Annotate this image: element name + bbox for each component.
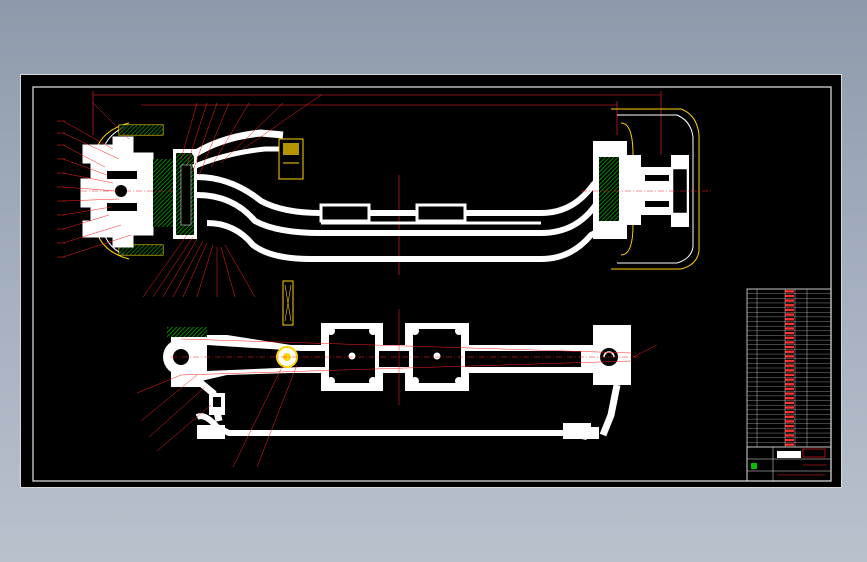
parts-list-row-mark xyxy=(785,294,794,298)
steering-arm xyxy=(191,129,304,180)
parts-list-row-mark xyxy=(785,410,794,414)
right-knuckle-top xyxy=(593,325,631,437)
parts-list-row-mark xyxy=(785,429,794,432)
parts-list-row-mark xyxy=(785,327,794,330)
parts-list-row-mark xyxy=(785,369,794,372)
beam-web xyxy=(207,345,581,371)
leader-lines-bottom xyxy=(142,234,256,298)
parts-list-row-mark xyxy=(785,406,794,409)
drawing-sheet xyxy=(20,74,842,488)
parts-list-row-mark xyxy=(785,397,794,400)
title-block xyxy=(746,446,832,482)
parts-list xyxy=(746,288,832,482)
top-view xyxy=(136,280,658,468)
parts-list-row-mark xyxy=(785,443,794,446)
parts-list-row-mark xyxy=(785,350,794,353)
parts-list-row-mark xyxy=(785,415,794,418)
parts-list-row-mark xyxy=(785,383,794,386)
inner-frame xyxy=(32,86,832,482)
parts-list-row-mark xyxy=(785,438,794,442)
parts-list-row-mark xyxy=(785,322,794,326)
parts-list-row-mark xyxy=(785,299,794,302)
parts-list-row-mark xyxy=(785,359,794,363)
technical-notes xyxy=(641,362,721,363)
cad-drawing xyxy=(32,86,832,482)
parts-list-row-mark xyxy=(785,318,794,321)
left-hub-assembly xyxy=(80,122,197,260)
parts-list-row-mark xyxy=(785,308,794,312)
parts-list-row-mark xyxy=(785,424,794,428)
right-hub-assembly xyxy=(581,108,711,270)
parts-list-row-mark xyxy=(785,313,794,316)
parts-list-row-mark xyxy=(785,336,794,339)
leader-lines-left xyxy=(62,102,132,258)
axle-beam-front xyxy=(196,168,630,262)
tie-rod xyxy=(195,413,599,440)
parts-list-row-mark xyxy=(785,420,794,423)
parts-list-row-mark xyxy=(785,392,794,395)
parts-list-row-mark xyxy=(785,373,794,377)
parts-list-row-mark xyxy=(785,290,794,293)
front-section-view xyxy=(57,91,711,298)
kingpin-stub xyxy=(282,280,294,326)
overall-dimensions xyxy=(92,91,662,275)
parts-list-row-mark xyxy=(785,434,794,437)
parts-list-row-mark xyxy=(785,401,794,405)
balloon-marks xyxy=(57,120,65,258)
parts-list-row-mark xyxy=(785,378,794,381)
parts-list-row-mark xyxy=(785,345,794,349)
top-view-dimensions xyxy=(136,309,658,468)
parts-list-row-mark xyxy=(785,355,794,358)
parts-list-row-mark xyxy=(785,364,794,367)
parts-list-row-mark xyxy=(785,331,794,335)
spring-pads xyxy=(325,325,465,387)
parts-list-row-mark xyxy=(785,341,794,344)
leader-lines-top xyxy=(180,94,322,176)
parts-list-row-mark xyxy=(785,304,794,307)
parts-list-row-mark xyxy=(785,387,794,391)
